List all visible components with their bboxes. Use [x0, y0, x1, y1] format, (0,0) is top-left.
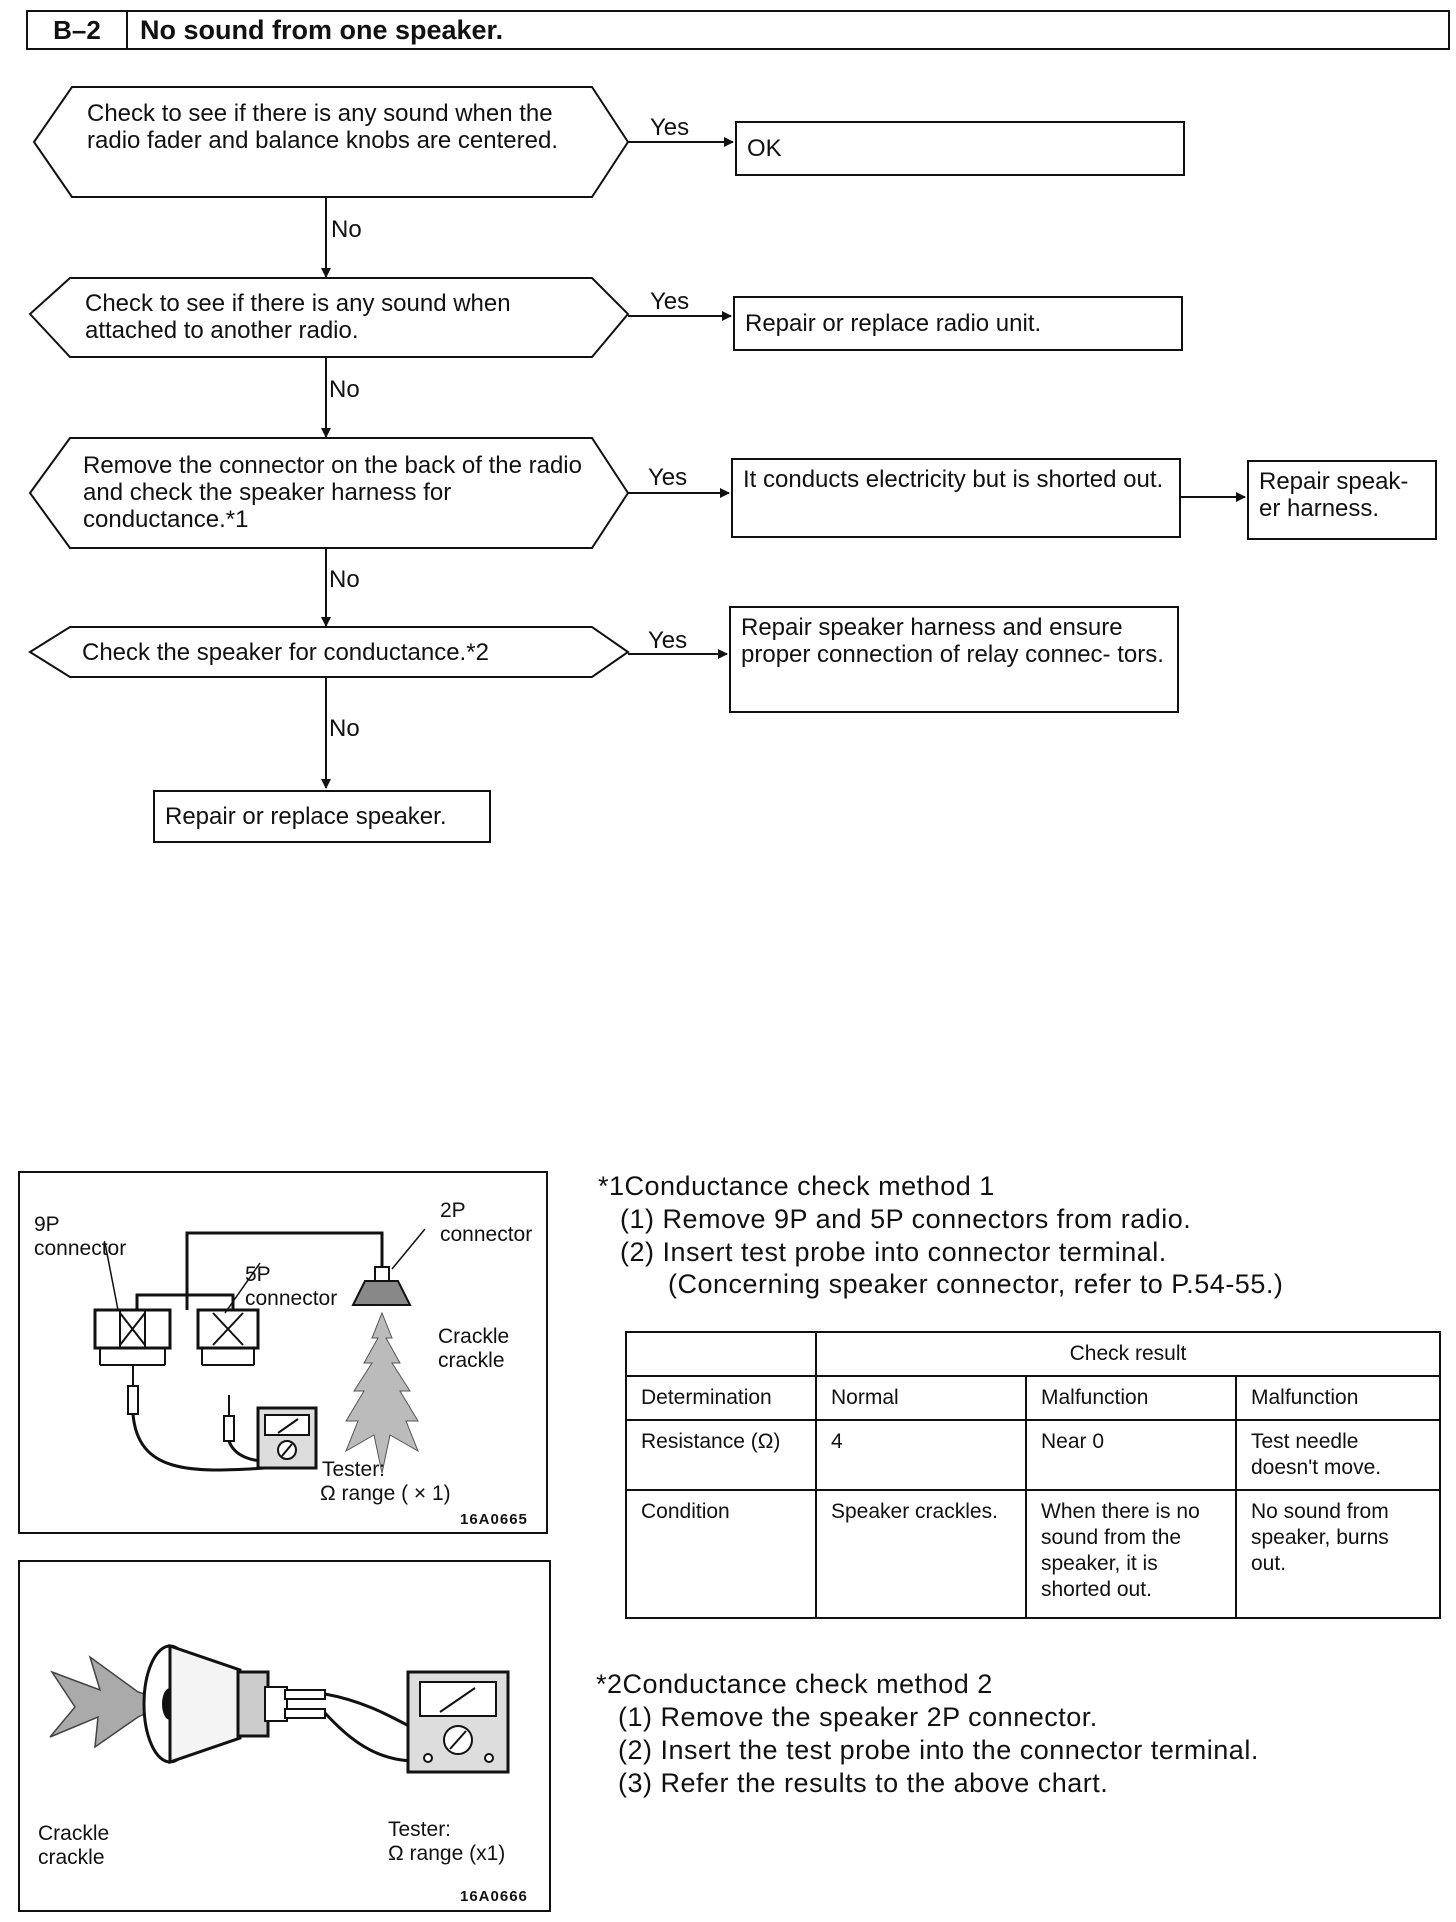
decision-2-text: Check to see if there is any sound when …	[85, 290, 511, 344]
label-5p-connector: 5P connector	[245, 1263, 338, 1310]
label-2p-connector: 2P connector	[440, 1199, 533, 1246]
figure-harness-check: 9P connector 5P connector 2P connector C…	[18, 1171, 548, 1534]
label-range-2: Ω range (x1)	[388, 1842, 506, 1865]
no-label-1: No	[331, 216, 362, 243]
no-label-3: No	[329, 566, 360, 593]
outcome-repair-harness-relay: Repair speaker harness and ensure proper…	[729, 606, 1179, 713]
harness-diagram	[93, 1228, 426, 1474]
label-range-1: Ω range ( × 1)	[320, 1482, 451, 1505]
outcome-repair-speaker: Repair or replace speaker.	[153, 790, 491, 843]
yes-label-3: Yes	[648, 464, 688, 491]
outcome-repair-radio: Repair or replace radio unit.	[733, 296, 1183, 351]
outcome-ok: OK	[735, 121, 1185, 176]
label-9p-connector: 9P connector	[34, 1213, 127, 1260]
table-cell: Resistance (Ω)	[625, 1419, 817, 1491]
yes-label-4: Yes	[648, 627, 688, 654]
label-tester-1: Tester:	[322, 1458, 386, 1481]
decision-4-shape	[28, 626, 630, 678]
table-cell: Near 0	[1025, 1419, 1237, 1491]
table-cell	[625, 1331, 817, 1377]
table-cell: Test needle doesn't move.	[1235, 1419, 1441, 1491]
label-tester-2: Tester:	[388, 1818, 452, 1841]
section-title: No sound from one speaker.	[140, 14, 504, 45]
flowchart	[28, 86, 1246, 789]
yes-label-1: Yes	[650, 114, 690, 141]
method1-title: *1Conductance check method 1	[598, 1171, 995, 1201]
speaker-diagram	[49, 1643, 510, 1774]
table-cell: Speaker crackles.	[815, 1489, 1027, 1619]
section-code: B–2	[28, 12, 128, 48]
table-cell: Malfunction	[1025, 1375, 1237, 1421]
method2-title: *2Conductance check method 2	[596, 1669, 993, 1699]
method1-step-3: (Concerning speaker connector, refer to …	[668, 1269, 1284, 1299]
section-header: B–2 No sound from one speaker.	[26, 10, 1450, 50]
method2-step-1: (1) Remove the speaker 2P connector.	[618, 1702, 1098, 1732]
table-row: Check result	[625, 1331, 1441, 1377]
table-cell: No sound from speaker, burns out.	[1235, 1489, 1441, 1619]
table-cell: When there is no sound from the speaker,…	[1025, 1489, 1237, 1619]
figure-id-2: 16A0666	[460, 1888, 528, 1905]
table-cell: Determination	[625, 1375, 817, 1421]
outcome-repair-harness: Repair speak- er harness.	[1247, 460, 1437, 540]
label-crackle-2: Crackle crackle	[38, 1822, 110, 1869]
table-row: Determination Normal Malfunction Malfunc…	[625, 1375, 1441, 1421]
no-label-4: No	[329, 715, 360, 742]
no-label-2: No	[329, 376, 360, 403]
method1-step-2: (2) Insert test probe into connector ter…	[620, 1237, 1167, 1267]
table-cell: 4	[815, 1419, 1027, 1491]
decision-1-text: Check to see if there is any sound when …	[87, 100, 558, 154]
table-cell: Malfunction	[1235, 1375, 1441, 1421]
decision-2-shape	[28, 277, 630, 358]
table-row: Condition Speaker crackles. When there i…	[625, 1489, 1441, 1619]
decision-3-text: Remove the connector on the back of the …	[83, 452, 582, 533]
table-row: Resistance (Ω) 4 Near 0 Test needle does…	[625, 1419, 1441, 1491]
table-cell: Normal	[815, 1375, 1027, 1421]
method2-step-3: (3) Refer the results to the above chart…	[618, 1768, 1109, 1798]
outcome-shorted: It conducts electricity but is shorted o…	[731, 458, 1181, 538]
decision-4-text: Check the speaker for conductance.*2	[82, 639, 489, 666]
method2-step-2: (2) Insert the test probe into the conne…	[618, 1735, 1259, 1765]
method1-step-1: (1) Remove 9P and 5P connectors from rad…	[620, 1204, 1192, 1234]
figure-speaker-check: Crackle crackle Tester: Ω range (x1) 16A…	[18, 1560, 551, 1912]
figure-id-1: 16A0665	[460, 1511, 528, 1528]
yes-label-2: Yes	[650, 288, 690, 315]
table-cell: Condition	[625, 1489, 817, 1619]
table-group-header: Check result	[815, 1331, 1441, 1377]
check-result-table: Check result Determination Normal Malfun…	[625, 1331, 1441, 1619]
label-crackle-1: Crackle crackle	[438, 1325, 510, 1372]
